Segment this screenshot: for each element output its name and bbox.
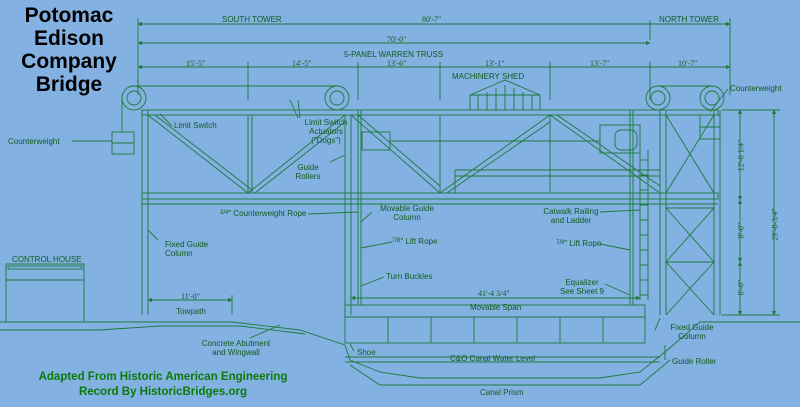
credit-line-1: Adapted From Historic American Engineeri…: [38, 371, 288, 383]
movable-span-label: Movable Span: [470, 303, 522, 312]
right-dim-lower: 8'-0": [736, 279, 746, 296]
catwalk-label: Catwalk Railing and Ladder: [543, 207, 599, 225]
movable-guide-column-label: Movable Guide Column: [380, 204, 434, 222]
turn-buckles-label: Turn Buckles: [386, 272, 433, 281]
panel-dim-1: 15'-5": [186, 59, 206, 68]
towpath-label: Towpath: [176, 307, 206, 316]
right-dim-upper: 12'-0 1/4": [736, 139, 746, 172]
panel-dim-3: 13'-6": [387, 59, 407, 68]
canal-prism-label: Canal Prism: [480, 388, 524, 397]
truss-type-label: 5-PANEL WARREN TRUSS: [344, 50, 444, 59]
concrete-abutment-label: Concrete Abutment and Wingwall: [201, 339, 271, 357]
panel-dim-2: 14'-5": [292, 59, 312, 68]
lift-rope-left-label: 7/8" Lift Rope: [392, 237, 438, 246]
drawing-title: Potomac Edison Company Bridge: [4, 4, 134, 96]
counterweight-right-label: Counterweight: [730, 84, 782, 93]
guide-rollers-label: Guide Rollers: [295, 163, 321, 181]
south-tower-label: SOUTH TOWER: [222, 15, 282, 24]
control-house-label: CONTROL HOUSE: [12, 255, 82, 264]
credit-line-2: Record By HistoricBridges.org: [78, 386, 248, 398]
counterweight-left-label: Counterweight: [8, 137, 60, 146]
counterweight-rope-label: 3/4" Counterweight Rope: [220, 209, 307, 218]
shoe-label: Shoe: [357, 348, 376, 357]
title-line-4: Bridge: [35, 73, 103, 96]
truss-span-dim: 70'-0": [387, 35, 407, 44]
limit-switch-label: Limit Switch: [174, 121, 217, 130]
panel-dim-5: 13'-7": [590, 59, 610, 68]
title-line-2: Edison: [33, 27, 104, 50]
water-level-label: C&O Canal Water Level: [450, 354, 536, 363]
guide-roller-label: Guide Roller: [672, 357, 717, 366]
limit-switch-actuators-label: Limit Switch Actuators ("Dogs"): [304, 118, 348, 145]
machinery-shed-label: MACHINERY SHED: [452, 72, 525, 81]
towpath-dim: 11'-0": [181, 292, 201, 301]
right-dim-overall: 29'-8-3/4": [770, 208, 780, 241]
north-tower-label: NORTH TOWER: [659, 15, 720, 24]
title-line-3: Company: [21, 50, 117, 73]
overall-length-dim: 80'-7": [422, 15, 442, 24]
span-dim: 41'-4 3/4": [478, 289, 510, 298]
fixed-guide-column-right-label: Fixed Guide Column: [670, 323, 714, 341]
equalizer-label: Equalizer See Sheet 9: [559, 278, 605, 296]
lift-rope-right-label: 7/8" Lift Rope: [556, 239, 602, 248]
right-dim-middle: 8'-0": [736, 222, 746, 239]
panel-dim-6: 10'-7": [678, 59, 698, 68]
title-line-1: Potomac: [24, 4, 114, 27]
panel-dim-4: 13'-1": [485, 59, 505, 68]
fixed-guide-column-left-label: Fixed Guide Column: [165, 240, 209, 258]
